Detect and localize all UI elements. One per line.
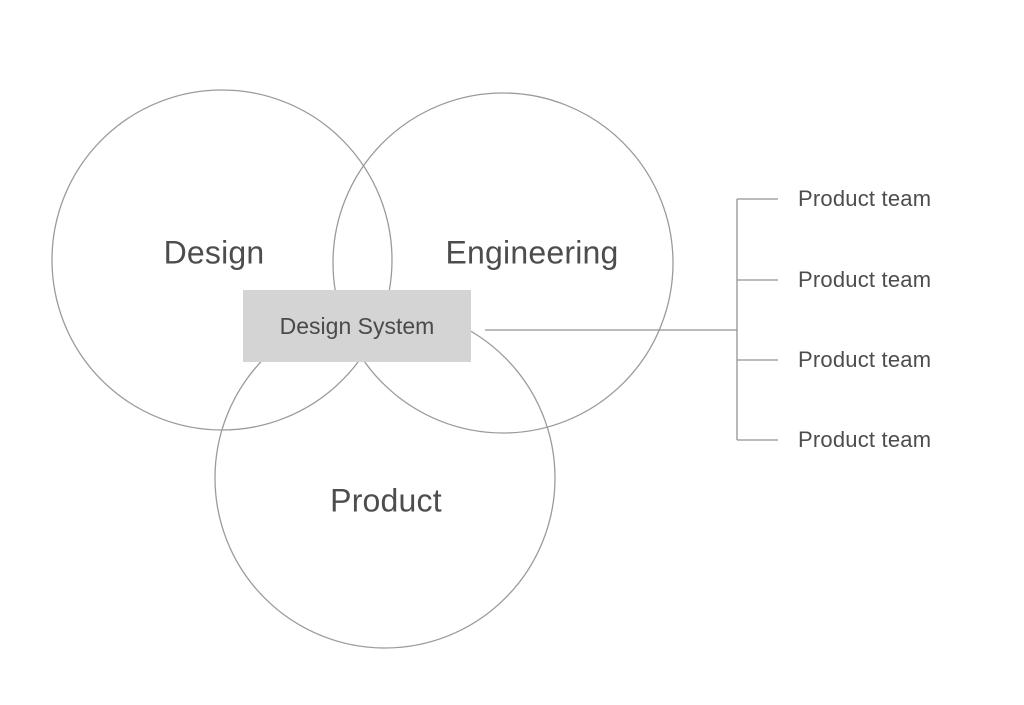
product-team-label: Product team bbox=[798, 347, 932, 372]
design-circle-label: Design bbox=[163, 234, 265, 271]
design-system-box-label: Design System bbox=[279, 312, 435, 339]
engineering-circle bbox=[332, 92, 674, 434]
engineering-circle-label: Engineering bbox=[445, 234, 619, 271]
product-team-label: Product team bbox=[798, 186, 932, 211]
product-team-label: Product team bbox=[798, 427, 932, 452]
product-team-label: Product team bbox=[798, 267, 932, 292]
product-circle-label: Product bbox=[330, 482, 442, 519]
design-system-box: Design System bbox=[243, 290, 471, 362]
